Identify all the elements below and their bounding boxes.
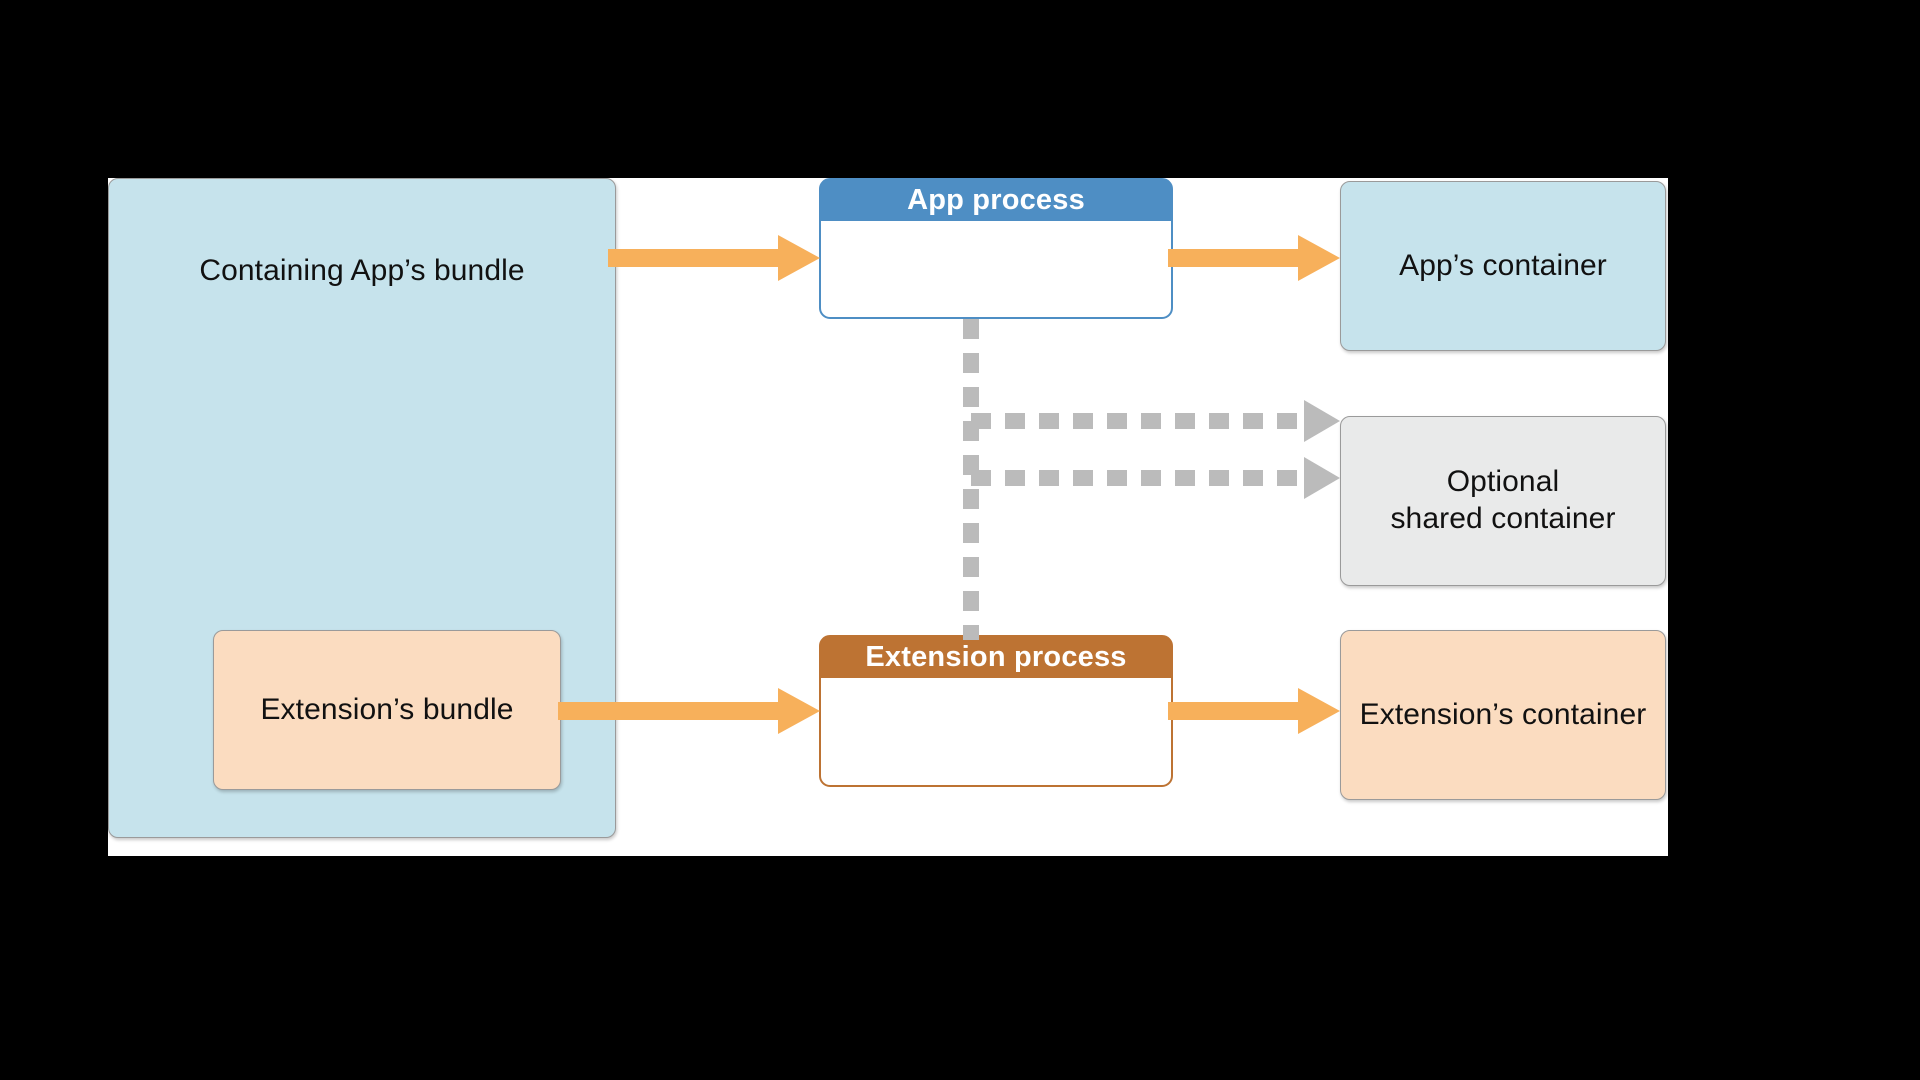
extension-bundle-label: Extension’s bundle bbox=[260, 692, 514, 726]
node-extension-bundle[interactable]: Extension’s bundle bbox=[213, 630, 561, 790]
node-app-container[interactable]: App’s container bbox=[1340, 181, 1666, 351]
arrow-app-process-to-app-container bbox=[1168, 235, 1340, 281]
node-shared-container[interactable]: Optional shared container bbox=[1340, 416, 1666, 586]
app-container-label: App’s container bbox=[1399, 248, 1607, 282]
node-extension-process[interactable]: Extension process bbox=[819, 635, 1173, 787]
extension-container-label: Extension’s container bbox=[1359, 697, 1647, 731]
extension-process-body bbox=[821, 678, 1171, 785]
arrow-bundle-to-app-process bbox=[608, 235, 820, 281]
shared-container-label: Optional shared container bbox=[1390, 465, 1616, 535]
containing-app-bundle-label: Containing App’s bundle bbox=[199, 254, 525, 287]
arrow-extension-process-to-extension-container bbox=[1168, 688, 1340, 734]
node-app-process[interactable]: App process bbox=[819, 178, 1173, 319]
diagram-canvas: Containing App’s bundle Extension’s bund… bbox=[108, 178, 1668, 856]
app-process-header: App process bbox=[821, 180, 1171, 221]
node-extension-container[interactable]: Extension’s container bbox=[1340, 630, 1666, 800]
extension-process-header: Extension process bbox=[821, 637, 1171, 678]
app-process-body bbox=[821, 221, 1171, 317]
